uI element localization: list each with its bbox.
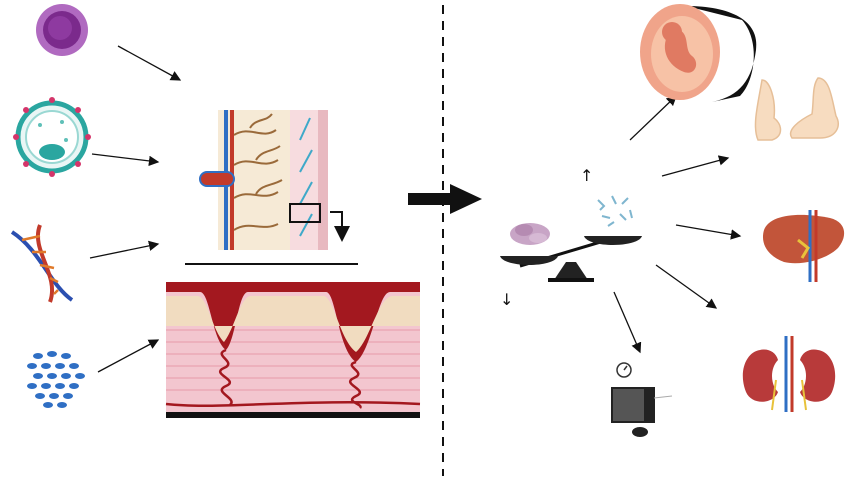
input-arrow-4	[97, 339, 160, 373]
outcome-arrow-4	[655, 264, 718, 309]
balance-scale-icon	[500, 236, 642, 282]
immune-cell-icon	[36, 4, 88, 56]
right-arrow-icon	[408, 184, 482, 214]
outcome-arrow-1	[629, 95, 677, 141]
protein-icon	[510, 223, 550, 245]
fibers-icon	[597, 195, 633, 227]
increase-arrow: ↑	[580, 166, 594, 185]
liver-icon	[762, 210, 845, 282]
outcome-arrow-5	[613, 291, 642, 354]
input-arrows	[89, 45, 182, 373]
outcome-arrows	[613, 95, 742, 354]
fetus-in-womb-icon	[640, 4, 757, 102]
swollen-feet-icon	[754, 77, 840, 141]
spiral-artery-cross-section-icon	[165, 282, 421, 418]
placenta-tissue-icon	[199, 110, 350, 250]
input-arrow-1	[117, 45, 182, 81]
blood-pressure-monitor-icon	[611, 362, 673, 437]
outcome-arrow-2	[661, 155, 730, 177]
decrease-arrow: ↓	[500, 290, 514, 309]
kidneys-icon	[742, 336, 836, 412]
input-arrow-2	[91, 153, 160, 167]
outcome-arrow-3	[675, 224, 742, 240]
dna-helix-icon	[10, 224, 74, 303]
input-arrow-3	[89, 240, 160, 259]
virus-cell-icon	[13, 97, 91, 177]
cell-cluster-icon	[27, 351, 85, 408]
